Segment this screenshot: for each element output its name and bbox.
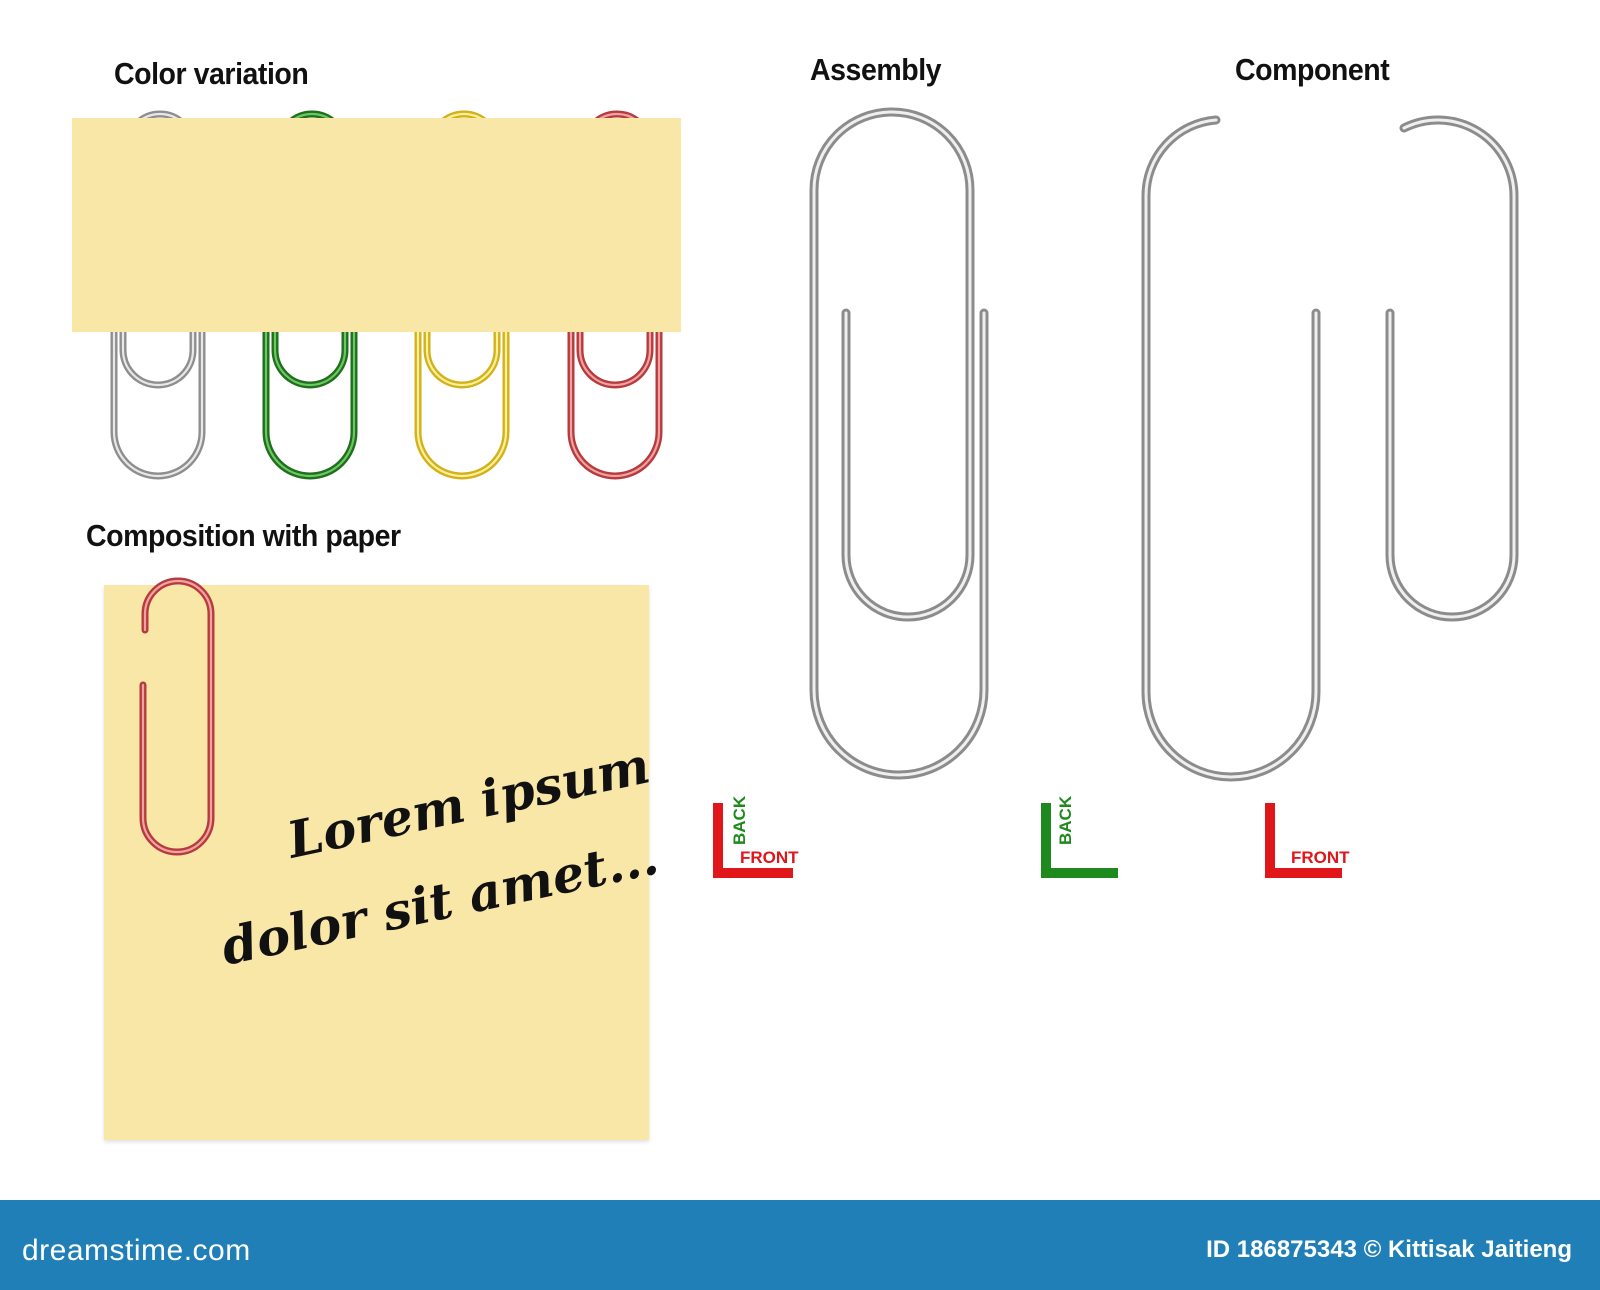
- heading-assembly: Assembly: [810, 52, 942, 87]
- sticky-note: [104, 585, 649, 1140]
- clip-front-silver: [110, 332, 206, 480]
- clip-front-green: [262, 332, 358, 480]
- heading-component: Component: [1235, 52, 1390, 87]
- paperclip-icon: [809, 107, 989, 780]
- marker-front-label-2: FRONT: [1291, 848, 1350, 867]
- footer-bar: dreamstime.com ID 186875343 © Kittisak J…: [0, 1200, 1600, 1290]
- illustration-canvas: Lorem ipsum dolor sit amet... BACK FRONT…: [72, 107, 1519, 1140]
- marker-back-label: BACK: [730, 795, 749, 845]
- clip-front-red: [567, 332, 663, 480]
- marker-front-label: FRONT: [740, 848, 799, 867]
- front-axis-icon: FRONT: [1265, 803, 1350, 878]
- component-outer: [1141, 115, 1321, 782]
- clip-front-yellow: [414, 332, 510, 480]
- component-inner: [1385, 115, 1519, 622]
- footer-site-logo[interactable]: dreamstime.com: [22, 1234, 251, 1267]
- back-front-axis-icon: BACK FRONT: [713, 795, 799, 878]
- composition-group: Lorem ipsum dolor sit amet...: [104, 577, 663, 1140]
- assembly-clip: [809, 107, 989, 780]
- paperclip-icon: [1141, 115, 1321, 782]
- paperclip-icon: [1385, 115, 1519, 622]
- paper-strip: [72, 118, 681, 332]
- back-axis-icon: BACK: [1041, 795, 1118, 878]
- color-variation-group: [72, 110, 681, 480]
- footer-credit: ID 186875343 © Kittisak Jaitieng: [1206, 1236, 1572, 1263]
- marker-back-label-2: BACK: [1056, 795, 1075, 845]
- note-clip-red: [139, 577, 215, 856]
- heading-color-variation: Color variation: [114, 56, 309, 91]
- heading-composition: Composition with paper: [86, 518, 401, 553]
